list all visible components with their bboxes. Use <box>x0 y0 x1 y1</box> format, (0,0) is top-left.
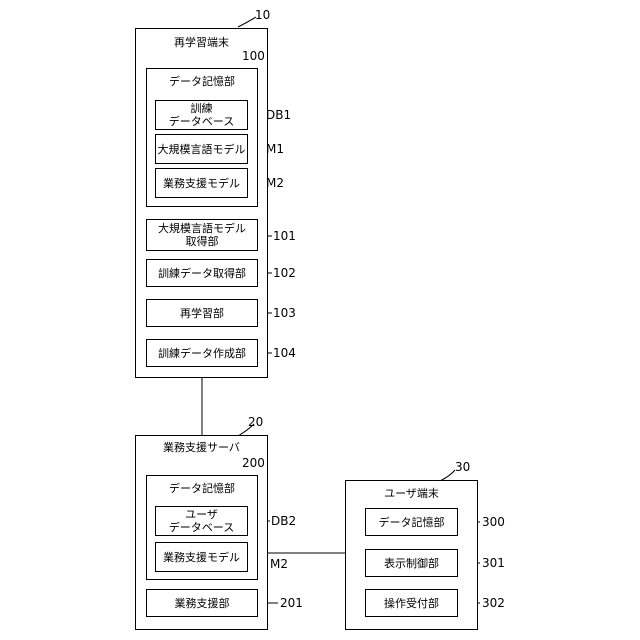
data-storage-100-ref: 100 <box>242 49 265 63</box>
business-support-unit-ref: 201 <box>280 596 303 610</box>
operation-reception-unit-ref: 302 <box>482 596 505 610</box>
business-support-model-box-10: 業務支援モデル <box>155 168 248 198</box>
relearning-terminal-ref: 10 <box>255 8 270 22</box>
operation-reception-unit-box: 操作受付部 <box>365 589 458 617</box>
llm-acquisition-unit-ref: 101 <box>273 229 296 243</box>
relearning-unit-box: 再学習部 <box>146 299 258 327</box>
leader-10 <box>238 17 256 27</box>
user-terminal-title: ユーザ端末 <box>346 487 477 500</box>
llm-ref: M1 <box>266 142 284 156</box>
display-control-unit-ref: 301 <box>482 556 505 570</box>
training-database-ref: DB1 <box>266 108 291 122</box>
relearning-terminal-title: 再学習端末 <box>136 36 267 49</box>
user-data-storage-ref: 300 <box>482 515 505 529</box>
user-database-box: ユーザ データベース <box>155 506 248 536</box>
data-storage-200-ref: 200 <box>242 456 265 470</box>
business-support-server-ref: 20 <box>248 415 263 429</box>
training-database-box: 訓練 データベース <box>155 100 248 130</box>
relearning-unit-ref: 103 <box>273 306 296 320</box>
user-data-storage-box: データ記憶部 <box>365 508 458 536</box>
business-support-model-ref-20: M2 <box>270 557 288 571</box>
business-support-unit-box: 業務支援部 <box>146 589 258 617</box>
llm-box: 大規模言語モデル <box>155 134 248 164</box>
data-storage-200-title: データ記憶部 <box>147 482 257 495</box>
training-data-acquisition-unit-box: 訓練データ取得部 <box>146 259 258 287</box>
business-support-model-box-20: 業務支援モデル <box>155 542 248 572</box>
user-database-ref: DB2 <box>271 514 296 528</box>
business-support-server-title: 業務支援サーバ <box>136 441 267 454</box>
business-support-model-ref-10: M2 <box>266 176 284 190</box>
training-data-creation-unit-ref: 104 <box>273 346 296 360</box>
data-storage-100-title: データ記憶部 <box>147 75 257 88</box>
training-data-acquisition-unit-ref: 102 <box>273 266 296 280</box>
llm-acquisition-unit-box: 大規模言語モデル 取得部 <box>146 219 258 251</box>
display-control-unit-box: 表示制御部 <box>365 549 458 577</box>
training-data-creation-unit-box: 訓練データ作成部 <box>146 339 258 367</box>
user-terminal-ref: 30 <box>455 460 470 474</box>
